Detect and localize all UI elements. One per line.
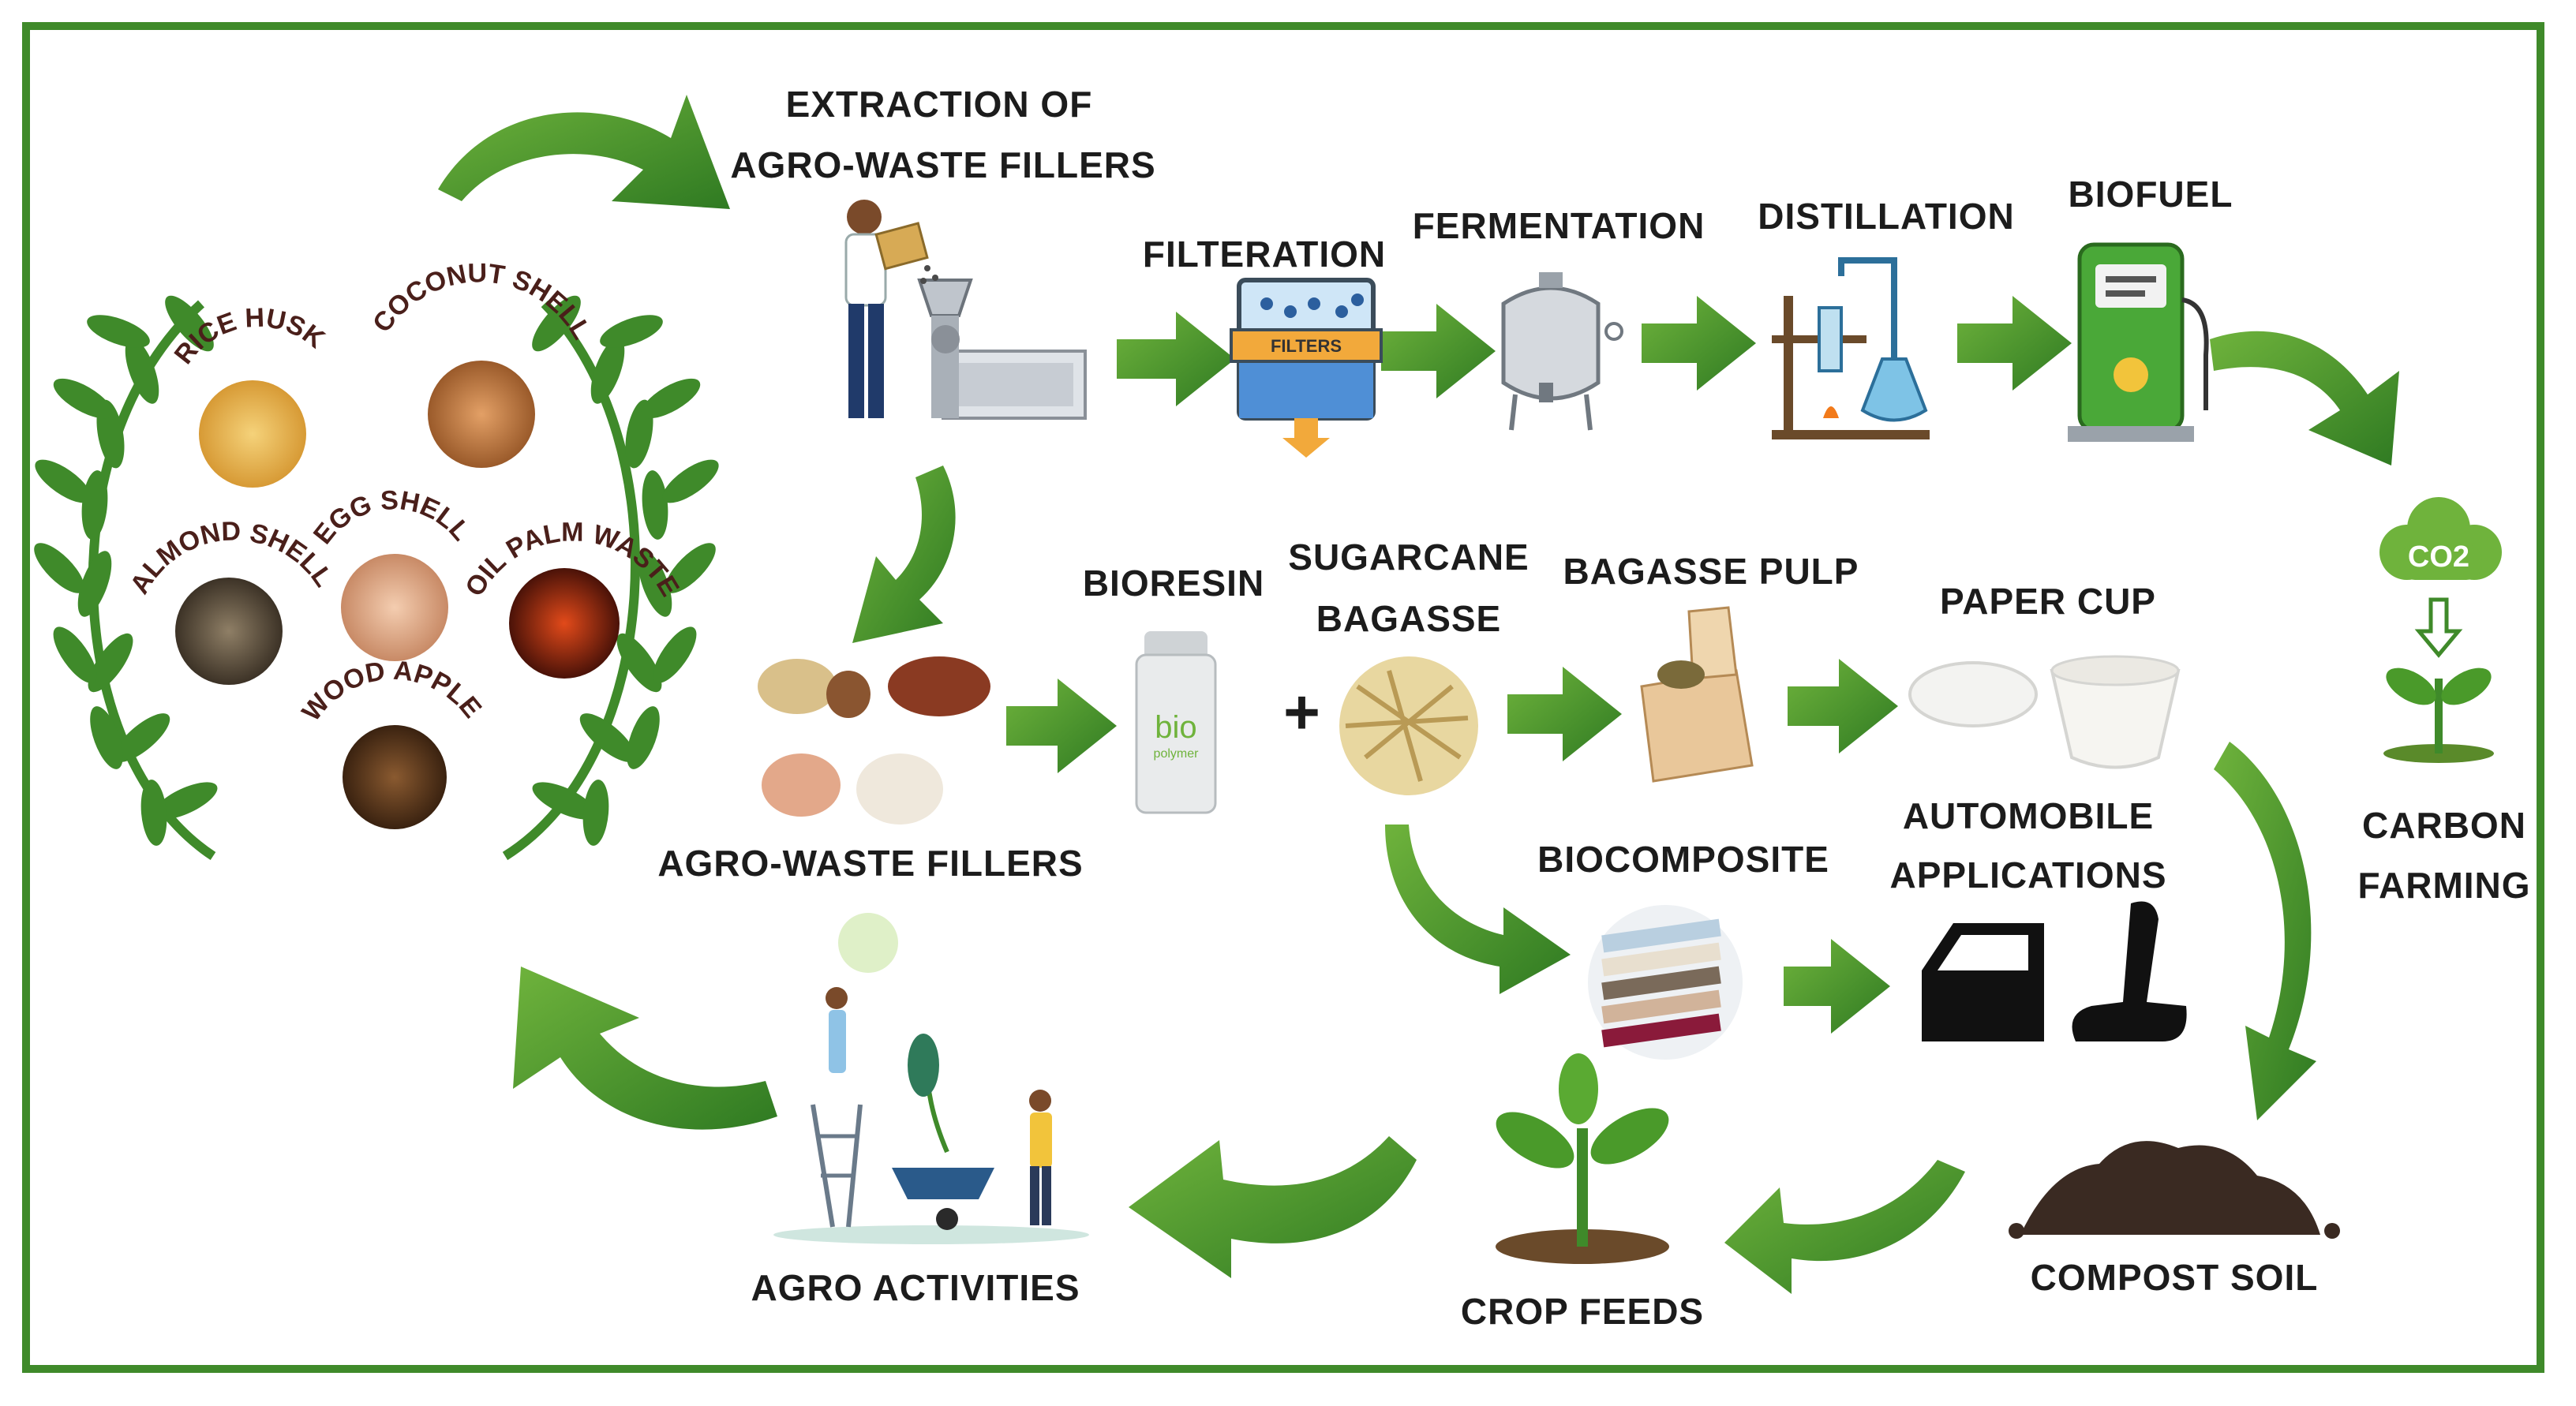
arrow-extraction-fillers [852,466,956,643]
crop-feeds-label: CROP FEEDS [1461,1291,1704,1332]
bioresin-label: BIORESIN [1083,563,1264,604]
filters-text: FILTERS [1271,336,1342,356]
arrow-biofuel-carbon [2210,331,2399,466]
carbon-farming-label-line1: CARBON [2362,805,2526,846]
coconut-shell-image [428,361,535,468]
agro-waste-fillers-label: AGRO-WASTE FILLERS [657,843,1083,884]
gardeners-icon [773,913,1089,1244]
arrow-filter-ferment [1381,304,1496,398]
arrow-crop-agro [1129,1136,1417,1278]
filteration-label: FILTERATION [1143,234,1386,275]
arrow-biocomposite-automobile [1784,939,1890,1034]
fuel-pump-icon [2068,242,2209,442]
co2-cloud-icon: CO2 [2379,497,2502,658]
arrow-top-curve [438,95,730,209]
car-door-icon [1922,923,2044,1041]
wood-apple-image [343,725,447,829]
sugarcane-label-line2: BAGASSE [1316,598,1501,639]
wood-apple-label: WOOD APPLE [296,656,487,727]
almond-shell-image [175,578,283,685]
bottle-icon: bio polymer [1135,631,1217,814]
arrow-fillers-bioresin [1006,679,1117,773]
arrow-compost-crop [1724,1160,1965,1294]
pulp-box-icon [1640,606,1754,783]
seedling-icon [2383,667,2494,763]
biofuel-label: BIOFUEL [2069,174,2233,215]
fermentation-label: FERMENTATION [1413,205,1705,246]
process-arrows [438,95,2399,1294]
rice-husk-image [199,380,306,488]
source-images [175,361,620,829]
egg-shell-image [341,554,448,661]
arrow-ferment-distill [1642,296,1756,391]
arrow-bagasse-pulp [1507,667,1622,761]
bagasse-icon [1339,656,1478,795]
arrow-pulp-cup [1788,659,1898,753]
panel-stack-icon [1588,905,1743,1060]
arrow-distill-biofuel [1957,296,2072,391]
bagasse-pulp-label: BAGASSE PULP [1563,551,1859,592]
biocomposite-label: BIOCOMPOSITE [1537,839,1829,880]
sugarcane-label-line1: SUGARCANE [1288,537,1529,578]
automobile-label-line2: APPLICATIONS [1889,854,2166,896]
worker-machine-icon [844,200,1087,420]
egg-shell-label: EGG SHELL [308,485,476,550]
laurel-wreath-icon [34,295,719,861]
plus-sign: + [1283,677,1321,747]
agro-activities-label: AGRO ACTIVITIES [751,1267,1080,1308]
paper-cup-label: PAPER CUP [1940,581,2156,622]
soil-pile-icon [2009,1141,2340,1239]
bio-text: bio [1155,710,1196,745]
compost-soil-label: COMPOST SOIL [2031,1257,2319,1298]
arrow-bagasse-biocomposite [1385,825,1571,994]
filter-tank-icon: FILTERS [1230,278,1383,458]
agro-waste-fillers-image [758,656,990,825]
automobile-label-line1: AUTOMOBILE [1903,795,2154,836]
paper-cup-icon [1908,655,2181,769]
fermenter-icon [1501,272,1623,431]
distillation-icon [1772,257,1930,439]
car-seat-icon [2072,901,2187,1041]
polymer-text: polymer [1154,747,1200,761]
distillation-label: DISTILLATION [1758,196,2014,237]
arrow-agro-sources [513,967,777,1130]
carbon-farming-label-line2: FARMING [2357,865,2530,906]
oil-palm-waste-image [509,568,620,679]
arrow-extraction-filter [1117,312,1235,406]
co2-text: CO2 [2408,540,2469,574]
extraction-label-line1: EXTRACTION OF [786,84,1093,125]
sprout-icon [1496,1053,1669,1264]
arrow-cup-compost [2214,742,2316,1120]
extraction-label-line2: AGRO-WASTE FILLERS [730,144,1155,185]
